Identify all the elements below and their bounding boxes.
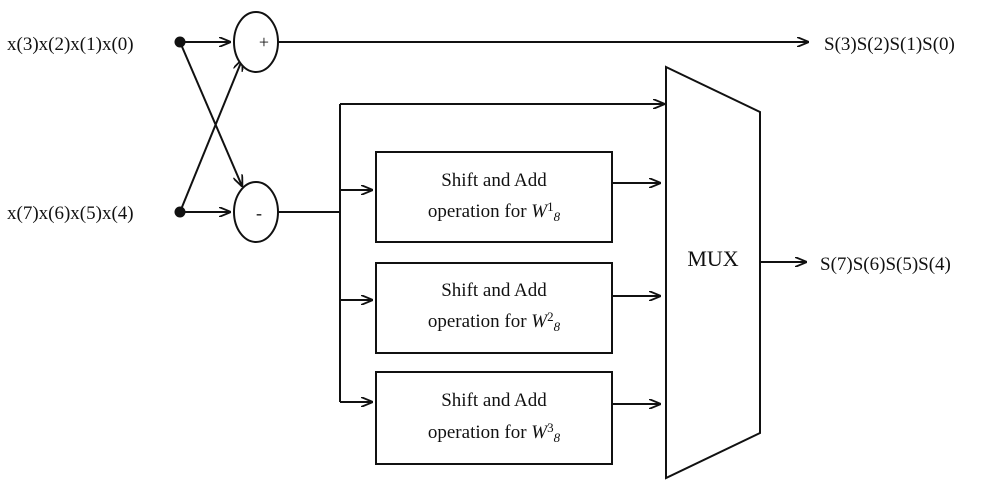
adder-symbol: + [259,32,269,52]
input-bottom-label: x(7)x(6)x(5)x(4) [7,203,134,224]
mux-label: MUX [687,246,738,271]
shift-add-block-3-subtitle: operation for W38 [428,420,561,445]
wire-top-to-subtract [179,41,242,186]
input-top-label: x(3)x(2)x(1)x(0) [7,34,134,55]
output-top-label: S(3)S(2)S(1)S(0) [824,34,955,55]
output-bottom-label: S(7)S(6)S(5)S(4) [820,254,951,275]
shift-add-block-3-title: Shift and Add [441,390,547,411]
shift-add-block-2-subtitle: operation for W28 [428,309,561,334]
shift-add-block-1 [375,151,613,243]
mux-block [665,65,761,480]
adder-node [233,11,279,73]
shift-add-block-2 [375,262,613,354]
shift-add-block-1-subtitle: operation for W18 [428,199,561,224]
wire-bottom-to-add [179,60,242,213]
shift-add-block-3 [375,371,613,465]
shift-add-block-2-title: Shift and Add [441,280,547,301]
subtractor-symbol: - [256,203,262,223]
shift-add-block-1-title: Shift and Add [441,170,547,191]
